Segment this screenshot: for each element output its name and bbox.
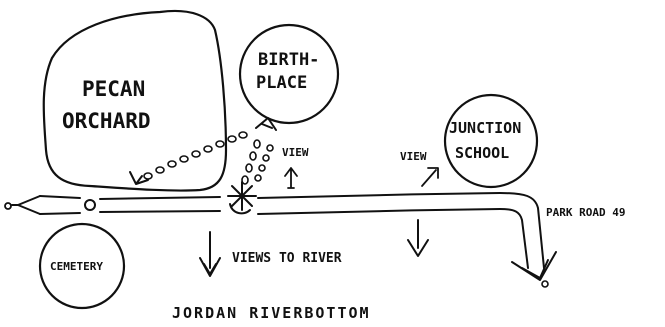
jordan-riverbottom-label: JORDAN RIVERBOTTOM bbox=[172, 304, 371, 322]
park-road-arrowhead bbox=[511, 251, 557, 281]
pecan-orchard-label-line1: PECAN bbox=[82, 77, 145, 101]
dotted-trail-to-view bbox=[254, 144, 274, 182]
dotted-trail-to-orchard bbox=[129, 131, 248, 185]
birthplace-label-line1: BIRTH- bbox=[258, 50, 319, 70]
arrow-down-icon-left bbox=[199, 231, 221, 277]
arrow-down-icon-right bbox=[407, 219, 429, 257]
road-west-arrowhead bbox=[11, 195, 41, 215]
views-to-river-label: VIEWS TO RIVER bbox=[232, 251, 342, 266]
road-west-end-dot bbox=[4, 202, 12, 210]
park-road-end-dot bbox=[541, 280, 549, 288]
birthplace-circle bbox=[238, 23, 340, 125]
road-edge-top bbox=[39, 192, 545, 269]
asterisk-junction-icon bbox=[227, 181, 257, 215]
view-label-right: VIEW bbox=[400, 150, 427, 163]
birthplace-label-line2: PLACE bbox=[256, 73, 307, 93]
view-label-left: VIEW bbox=[282, 146, 309, 159]
cemetery-circle bbox=[38, 222, 126, 310]
arrow-diagonal-icon bbox=[421, 167, 439, 187]
park-road-label: PARK ROAD 49 bbox=[546, 206, 625, 219]
road-edge-bottom bbox=[39, 208, 529, 269]
pecan-orchard-label-line2: ORCHARD bbox=[62, 109, 151, 133]
junction-school-label-line1: JUNCTION bbox=[449, 119, 521, 137]
junction-school-label-line2: SCHOOL bbox=[455, 144, 509, 162]
arrow-up-icon bbox=[284, 167, 298, 189]
junction-school-circle bbox=[443, 93, 539, 189]
road-node-circle bbox=[84, 199, 96, 211]
dotted-trail-to-birthplace bbox=[241, 117, 277, 185]
cemetery-label: CEMETERY bbox=[50, 260, 103, 273]
pecan-orchard-area bbox=[42, 9, 228, 192]
